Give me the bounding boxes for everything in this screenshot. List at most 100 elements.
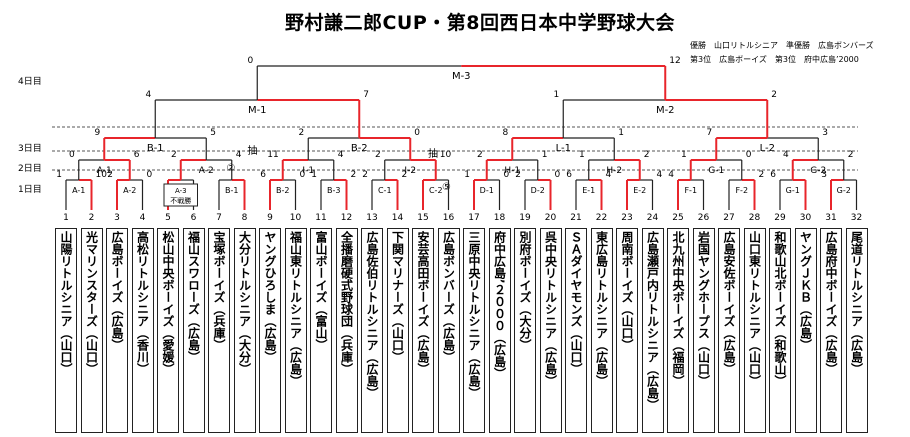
round1-match-14-right-score: 2 — [759, 170, 765, 180]
team-number: 24 — [647, 213, 659, 223]
round2-match-4-left-score: 2 — [375, 150, 381, 160]
team-number: 31 — [825, 213, 836, 223]
team-name-box: 別府ボーイズ（大分） — [514, 228, 536, 433]
round2-match-3-left-score: 11 — [267, 150, 278, 160]
round2-match-7-left-score: 1 — [681, 150, 687, 160]
team-name-box: ＳＡダイヤモンズ（山口） — [565, 228, 587, 433]
round1-match-1-right-score: 10 — [96, 170, 108, 180]
round1-match-10-label: D-2 — [531, 186, 545, 195]
final-match-left-score: 0 — [248, 56, 254, 66]
team-number: 22 — [596, 213, 607, 223]
round1-match-11-label: E-1 — [582, 186, 595, 195]
day-label-3: 3日目 — [18, 144, 42, 154]
team-number: 28 — [749, 213, 761, 223]
quarter-match-3-right-score: 1 — [618, 128, 624, 138]
results-line-2: 第3位 広島ボーイズ 第3位 府中広島’2000 — [690, 55, 859, 64]
team-number: 25 — [672, 213, 683, 223]
team-number: 16 — [443, 213, 455, 223]
round1-match-5-label: B-2 — [276, 186, 289, 195]
team-name-box: 尾道リトルシニア（広島） — [845, 228, 868, 433]
team-name-box: 大分リトルシニア（大分） — [233, 228, 256, 433]
team-number: 6 — [191, 213, 197, 223]
round2-match-4-right-score: 10 — [440, 150, 452, 160]
team-name-box: ヤングＪＫＢ（広島） — [794, 228, 817, 433]
semi-match-1-left-score: 4 — [146, 90, 152, 100]
team-name-box: 安芸高田ボーイズ（広島） — [412, 228, 434, 433]
round1-match-15-left-score: 6 — [770, 170, 776, 180]
round1-match-2-label: A-2 — [123, 186, 136, 195]
team-number: 8 — [242, 213, 248, 223]
round1-match-11-left-score: 6 — [566, 170, 572, 180]
team-name-box: ヤングひろしま（広島） — [259, 228, 281, 433]
team-name-box: 広島ボンバーズ（広島） — [437, 228, 460, 433]
final-match-right-score: 12 — [669, 56, 680, 66]
round2-match-8-left-score: 4 — [783, 150, 789, 160]
team-number: 20 — [545, 213, 557, 223]
round1-match-6-right-score: 2 — [351, 170, 357, 180]
bye-box — [163, 183, 198, 207]
quarter-match-1-left-score: 9 — [95, 128, 101, 138]
team-name-box: 全播磨硬式野球団（兵庫） — [335, 228, 358, 433]
team-name-box: 富山ボーイズ（富山） — [310, 228, 332, 433]
round1-match-8-label: C-2 — [429, 186, 443, 195]
team-number: 30 — [800, 213, 812, 223]
semi-match-2-right-score: 2 — [771, 90, 777, 100]
team-number: 15 — [417, 213, 428, 223]
round2-match-3-right-score: 4 — [338, 150, 344, 160]
day-label-1: 1日目 — [18, 185, 42, 195]
round1-match-11-right-score: 4 — [606, 170, 612, 180]
round1-match-16-label: G-2 — [837, 186, 851, 195]
team-number: 11 — [315, 213, 326, 223]
round1-match-5-right-score: 0 — [300, 170, 306, 180]
round2-match-7-label: G-1 — [708, 166, 724, 176]
round2-match-1-left-score: 0 — [69, 150, 75, 160]
round2-match-2-label: A-2 — [199, 166, 214, 176]
team-name-box: 岩国ヤングホープス（山口） — [692, 228, 715, 433]
team-number: 4 — [140, 213, 146, 223]
bye-note: 不戦勝 — [170, 196, 191, 205]
team-name-box: 三原中央リトルシニア（広島） — [463, 228, 485, 433]
round2-match-5-left-score: 2 — [477, 150, 483, 160]
round2-match-2-left-score: 2 — [171, 150, 177, 160]
team-number: 29 — [774, 213, 786, 223]
team-name-box: 呉中央リトルシニア（広島） — [539, 228, 562, 433]
semi-match-2-left-score: 1 — [554, 90, 560, 100]
team-number: 5 — [165, 213, 171, 223]
round1-match-6-label: B-3 — [327, 186, 340, 195]
round1-match-10-left-score: 2 — [515, 170, 521, 180]
semi-match-1-label: M-1 — [248, 105, 267, 116]
semi-match-1-right-score: 7 — [363, 90, 369, 100]
team-name-box: 東広島リトルシニア（広島） — [590, 228, 613, 433]
draw-note-1: 抽 — [248, 144, 258, 157]
round2-match-6-left-score: 1 — [579, 150, 585, 160]
team-number: 21 — [570, 213, 581, 223]
quarter-match-3-label: L-1 — [556, 143, 571, 154]
team-name-box: 和歌山北ボーイズ（和歌山） — [769, 228, 791, 433]
semi-match-2-label: M-2 — [656, 105, 675, 116]
draw-note-4: ⑤ — [442, 182, 451, 193]
round1-match-9-right-score: 0 — [504, 170, 510, 180]
day-label-2: 2日目 — [18, 164, 42, 174]
team-name-box: 広島府中ボーイズ（広島） — [820, 228, 842, 433]
round2-match-7-right-score: 0 — [746, 150, 752, 160]
team-number: 3 — [114, 213, 120, 223]
bye-label: A-3 — [175, 187, 187, 195]
team-number: 9 — [267, 213, 273, 223]
team-name-box: 山口東リトルシニア（山口） — [743, 228, 766, 433]
round1-match-9-left-score: 1 — [464, 170, 470, 180]
round2-match-8-right-score: 2 — [848, 150, 854, 160]
team-name-box: 北九州中央ボーイズ（福岡） — [667, 228, 689, 433]
round2-match-4-label: I-2 — [404, 166, 416, 176]
round1-match-15-label: G-1 — [786, 186, 800, 195]
quarter-match-4-right-score: 3 — [822, 128, 828, 138]
team-name-box: 光マリンスターズ（山口） — [80, 228, 103, 433]
team-name-box: 府中広島’２０００（広島） — [488, 228, 511, 433]
team-number: 2 — [89, 213, 95, 223]
round2-match-2-right-score: 4 — [236, 150, 242, 160]
team-name-box: 福山東リトルシニア（広島） — [284, 228, 307, 433]
team-number: 19 — [519, 213, 531, 223]
quarter-match-2-left-score: 2 — [299, 128, 305, 138]
team-name-box: 福山スワローズ（広島） — [182, 228, 205, 433]
quarter-match-2-right-score: 0 — [414, 128, 420, 138]
